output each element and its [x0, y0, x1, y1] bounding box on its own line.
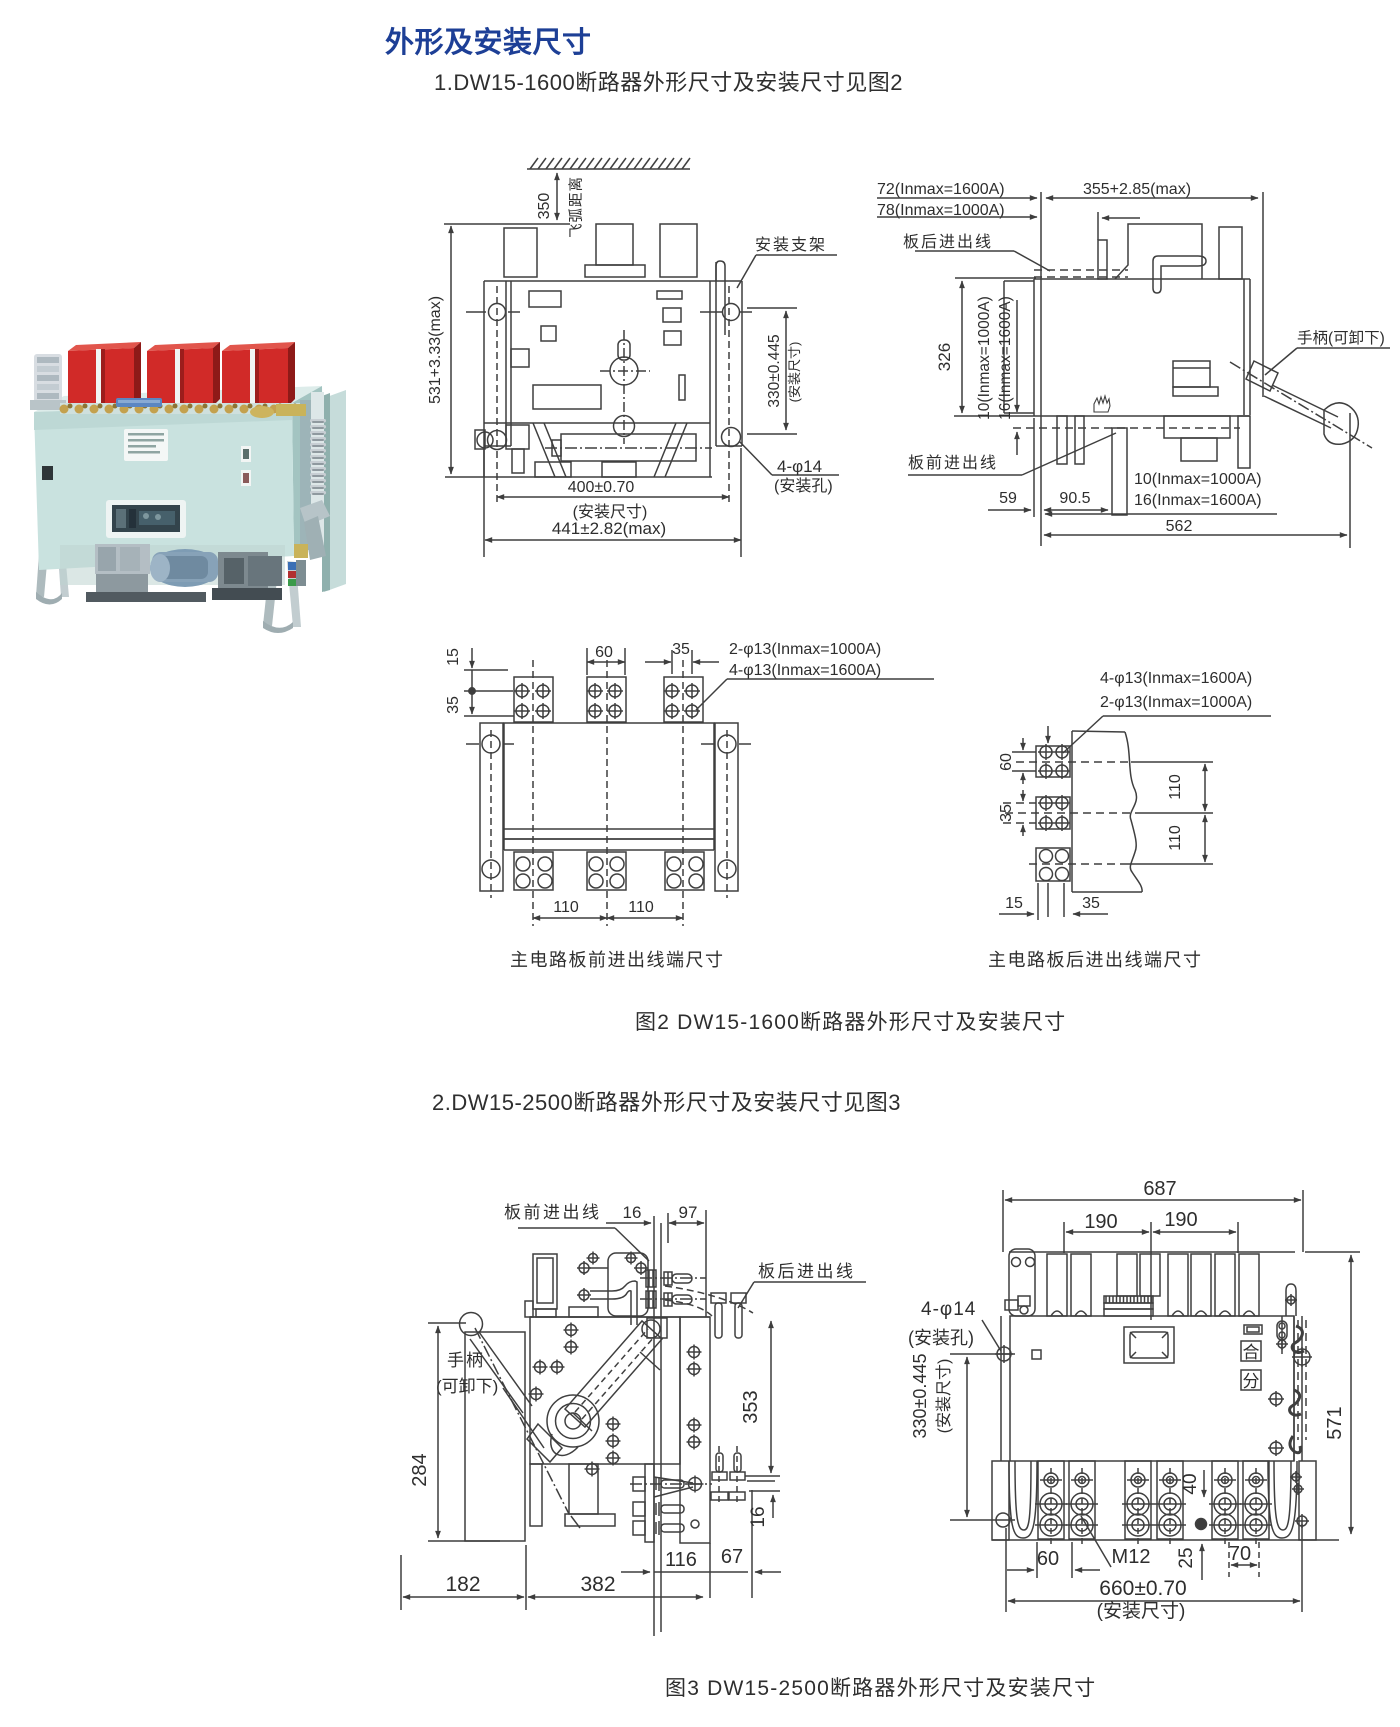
svg-text:60: 60 [595, 644, 613, 661]
svg-text:110: 110 [1167, 825, 1184, 851]
svg-text:350: 350 [536, 193, 553, 220]
svg-text:(安装尺寸): (安装尺寸) [573, 503, 648, 521]
svg-text:78(Inmax=1000A): 78(Inmax=1000A) [877, 202, 1005, 219]
svg-text:687: 687 [1143, 1178, 1176, 1200]
svg-text:16(Inmax=1600A): 16(Inmax=1600A) [997, 296, 1014, 420]
svg-text:562: 562 [1166, 518, 1193, 535]
svg-text:72(Inmax=1600A): 72(Inmax=1600A) [877, 181, 1005, 198]
svg-text:板前进出线: 板前进出线 [504, 1203, 602, 1222]
svg-text:手柄(可卸下): 手柄(可卸下) [1297, 329, 1385, 347]
svg-text:M12: M12 [1112, 1546, 1151, 1568]
svg-text:25: 25 [1176, 1547, 1197, 1568]
svg-text:90.5: 90.5 [1059, 490, 1090, 507]
svg-text:手柄: 手柄 [447, 1351, 485, 1370]
svg-text:355+2.85(max): 355+2.85(max) [1083, 181, 1191, 198]
svg-text:16(Inmax=1600A): 16(Inmax=1600A) [1134, 492, 1262, 509]
svg-text:飞弧距离: 飞弧距离 [568, 176, 585, 238]
svg-text:2-φ13(Inmax=1000A): 2-φ13(Inmax=1000A) [1100, 694, 1252, 711]
svg-text:(安装尺寸): (安装尺寸) [1097, 1600, 1186, 1622]
svg-text:35: 35 [1082, 895, 1100, 912]
svg-text:441±2.82(max): 441±2.82(max) [552, 519, 666, 538]
svg-text:主电路板前进出线端尺寸: 主电路板前进出线端尺寸 [510, 950, 725, 970]
svg-text:板后进出线: 板后进出线 [903, 233, 993, 251]
svg-text:图2 DW15-1600断路器外形尺寸及安装尺寸: 图2 DW15-1600断路器外形尺寸及安装尺寸 [635, 1011, 1066, 1034]
svg-text:70: 70 [1229, 1543, 1251, 1565]
svg-text:4-φ14: 4-φ14 [777, 457, 822, 476]
svg-text:60: 60 [998, 753, 1015, 771]
svg-text:16: 16 [748, 1506, 769, 1527]
svg-text:(安装尺寸): (安装尺寸) [787, 342, 802, 403]
svg-text:外形及安装尺寸: 外形及安装尺寸 [385, 26, 592, 59]
svg-text:合: 合 [1243, 1343, 1260, 1362]
svg-text:110: 110 [553, 899, 579, 916]
svg-text:182: 182 [445, 1573, 480, 1596]
svg-text:4-φ14: 4-φ14 [921, 1299, 976, 1320]
svg-text:2.DW15-2500断路器外形尺寸及安装尺寸见图3: 2.DW15-2500断路器外形尺寸及安装尺寸见图3 [432, 1090, 901, 1115]
svg-text:353: 353 [740, 1390, 762, 1423]
svg-text:15: 15 [1005, 895, 1023, 912]
svg-text:531+3.33(max): 531+3.33(max) [427, 296, 444, 404]
svg-text:10(Inmax=1000A): 10(Inmax=1000A) [1134, 471, 1262, 488]
svg-text:(安装孔): (安装孔) [774, 477, 833, 495]
svg-text:4-φ13(Inmax=1600A): 4-φ13(Inmax=1600A) [729, 662, 881, 679]
svg-text:60: 60 [1037, 1548, 1059, 1570]
svg-text:35: 35 [672, 641, 690, 658]
svg-text:40: 40 [1180, 1473, 1201, 1494]
svg-text:板前进出线: 板前进出线 [908, 454, 998, 472]
svg-text:97: 97 [679, 1203, 698, 1222]
svg-text:660±0.70: 660±0.70 [1099, 1577, 1186, 1600]
svg-text:(安装尺寸): (安装尺寸) [935, 1359, 953, 1434]
svg-text:(可卸下): (可卸下) [436, 1377, 498, 1396]
svg-text:16: 16 [623, 1203, 642, 1222]
svg-text:35: 35 [445, 696, 462, 714]
svg-text:15: 15 [445, 648, 462, 666]
svg-text:571: 571 [1324, 1406, 1346, 1439]
svg-text:图3 DW15-2500断路器外形尺寸及安装尺寸: 图3 DW15-2500断路器外形尺寸及安装尺寸 [665, 1677, 1096, 1700]
svg-text:382: 382 [580, 1573, 615, 1596]
svg-text:110: 110 [1167, 774, 1184, 800]
svg-text:400±0.70: 400±0.70 [568, 479, 635, 496]
svg-text:安装支架: 安装支架 [755, 236, 827, 254]
svg-text:59: 59 [999, 490, 1017, 507]
svg-text:35: 35 [998, 804, 1015, 822]
svg-text:10(Inmax=1000A): 10(Inmax=1000A) [976, 296, 993, 420]
svg-text:1.DW15-1600断路器外形尺寸及安装尺寸见图2: 1.DW15-1600断路器外形尺寸及安装尺寸见图2 [434, 70, 903, 95]
svg-text:330±0.445: 330±0.445 [910, 1354, 930, 1439]
svg-text:326: 326 [935, 343, 954, 371]
svg-text:2-φ13(Inmax=1000A): 2-φ13(Inmax=1000A) [729, 641, 881, 658]
svg-text:板后进出线: 板后进出线 [758, 1262, 856, 1281]
svg-text:67: 67 [721, 1546, 743, 1568]
svg-text:110: 110 [628, 899, 654, 916]
svg-text:190: 190 [1164, 1209, 1197, 1231]
svg-text:分: 分 [1243, 1372, 1260, 1391]
svg-text:116: 116 [665, 1549, 697, 1571]
svg-text:330±0.445: 330±0.445 [766, 334, 783, 407]
svg-text:4-φ13(Inmax=1600A): 4-φ13(Inmax=1600A) [1100, 670, 1252, 687]
svg-text:(安装孔): (安装孔) [908, 1328, 974, 1348]
svg-text:284: 284 [409, 1453, 431, 1486]
svg-text:190: 190 [1084, 1211, 1117, 1233]
svg-text:主电路板后进出线端尺寸: 主电路板后进出线端尺寸 [988, 950, 1203, 970]
